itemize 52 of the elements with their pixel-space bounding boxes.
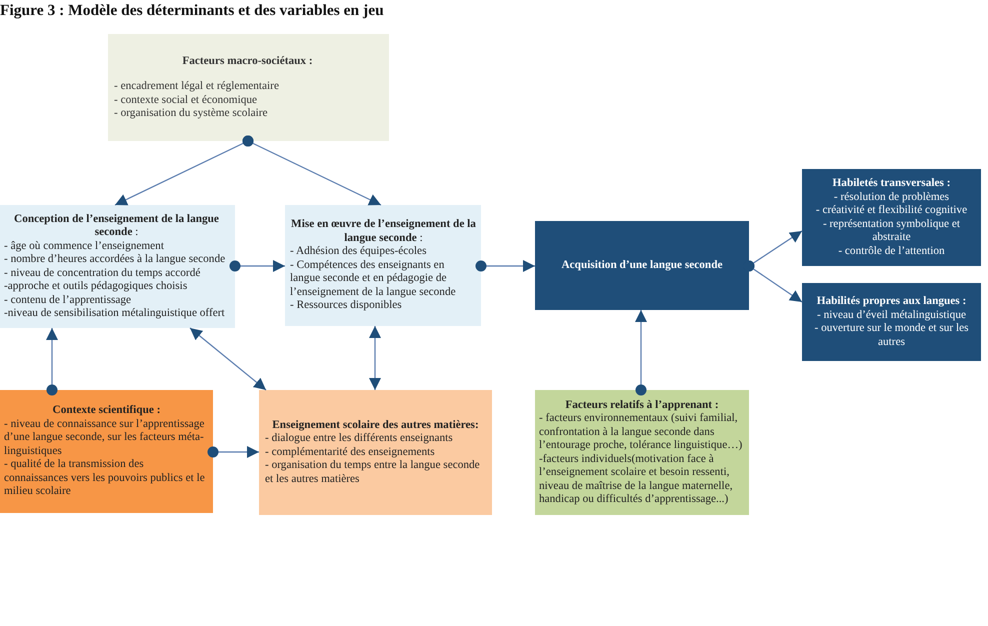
list-item: - créativité et flexibilité cognitive bbox=[816, 204, 968, 218]
list-item: -niveau de sensibilisation métalinguistique offert bbox=[4, 307, 225, 320]
box-heading: Conception de l’enseignement de la langue seconde : bbox=[13, 212, 220, 240]
process-box bbox=[108, 34, 389, 141]
process-box bbox=[285, 205, 481, 326]
list-item: - encadrement légal et réglementaire bbox=[114, 80, 279, 94]
list-item: - complémentarité des enseignements bbox=[265, 446, 435, 460]
connector-arrow bbox=[476, 260, 535, 272]
list-item: - Adhésion des équipes-écoles bbox=[290, 245, 426, 259]
box-heading: Contexte scientifique : bbox=[52, 404, 160, 418]
list-item: - niveau d’éveil métalinguistique bbox=[816, 308, 966, 322]
list-item: - ouverture sur le monde et sur les autres bbox=[813, 322, 970, 349]
box-heading: Facteurs macro-sociétaux : bbox=[182, 54, 313, 68]
process-box bbox=[0, 390, 213, 513]
list-item: - représentation symbolique et abstraite bbox=[822, 218, 962, 244]
process-box bbox=[0, 205, 235, 328]
connector-arrow bbox=[242, 136, 382, 206]
box-heading: Habilités propres aux langues : bbox=[816, 295, 966, 308]
process-box bbox=[802, 169, 981, 266]
list-item: - contrôle de l’attention bbox=[838, 244, 945, 258]
box-heading: Habiletés transversales : bbox=[832, 177, 950, 190]
box-heading: Enseignement scolaire des autres matières: bbox=[272, 418, 479, 432]
list-item: - nombre d’heures accordées à la langue seconde bbox=[4, 253, 226, 266]
process-box bbox=[802, 283, 981, 361]
list-item: - contexte social et économique bbox=[114, 94, 258, 107]
process-box bbox=[259, 390, 492, 515]
process-box bbox=[535, 390, 749, 515]
list-item: - organisation du système scolaire bbox=[114, 107, 268, 120]
list-item: - Compétences des enseignants en langue seconde et en pédagogie de l’enseignement de la langue seconde bbox=[290, 258, 457, 300]
list-item: - résolution de problèmes bbox=[834, 190, 950, 204]
connector-arrow bbox=[230, 260, 285, 272]
connector-arrow bbox=[208, 446, 259, 458]
box-heading: Mise en œuvre de l’enseignement de la langue seconde : bbox=[290, 218, 477, 246]
list-item: - facteurs environnementaux (suivi familial, confrontation à la langue seconde dans l’entourage proche, tolérance linguistique…) bbox=[539, 412, 744, 452]
list-item: - niveau de connaissance sur l’apprentissage d’une langue seconde, sur les facteurs méta-linguistiques bbox=[4, 418, 206, 458]
process-box bbox=[535, 221, 749, 310]
connector-arrow bbox=[635, 310, 647, 396]
list-item: - dialogue entre les différents enseignants bbox=[265, 432, 453, 446]
list-item: - organisation du temps entre la langue seconde et les autres matières bbox=[265, 459, 481, 486]
list-item: - qualité de la transmission des connaissances vers les pouvoirs publics et le milieu scolaire bbox=[4, 458, 206, 499]
box-label: Acquisition d’une langue seconde bbox=[561, 258, 722, 272]
list-item: -approche et outils pédagogiques choisis bbox=[4, 280, 188, 294]
list-item: - âge où commence l’enseignement bbox=[4, 240, 164, 253]
connector-arrow bbox=[46, 328, 58, 396]
figure-title: Figure 3 : Modèle des déterminants et des variables en jeu bbox=[0, 1, 384, 20]
list-item: - niveau de concentration du temps accordé bbox=[4, 266, 200, 280]
box-heading: Facteurs relatifs à l’apprenant : bbox=[565, 398, 719, 412]
list-item: - contenu de l’apprentissage bbox=[4, 294, 132, 307]
double-arrow bbox=[190, 328, 266, 390]
list-item: - Ressources disponibles bbox=[290, 299, 402, 313]
list-item: -facteurs individuels(motivation face à l’enseignement scolaire et besoin ressenti, niveau de maîtrise de la langue maternelle, handicap ou difficultés d’apprentissage...) bbox=[539, 452, 734, 506]
double-arrow bbox=[369, 326, 381, 390]
